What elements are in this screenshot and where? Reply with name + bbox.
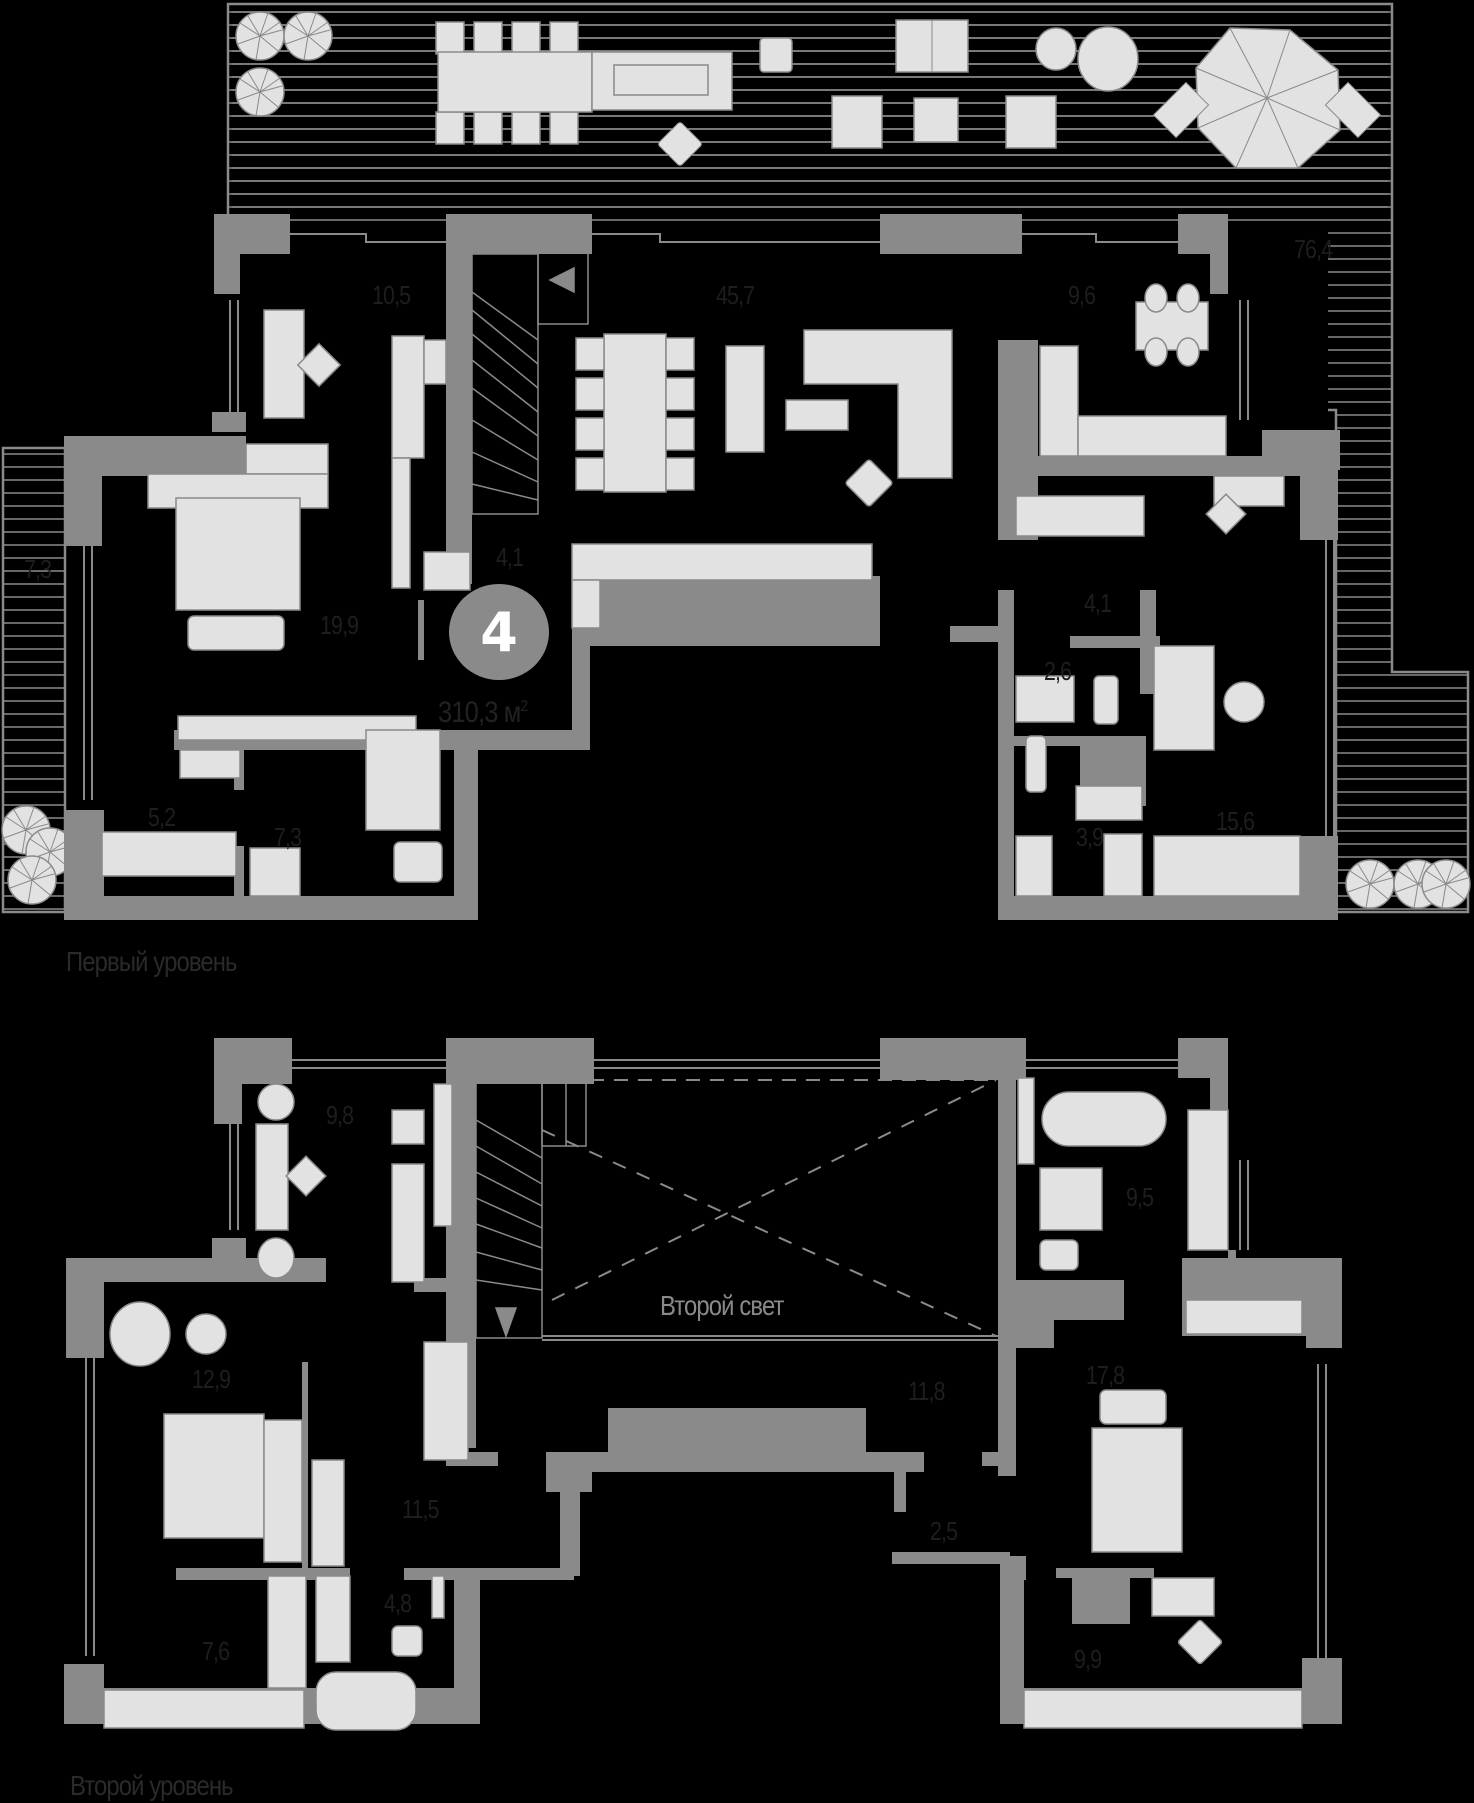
area-bathroom: 7,3 — [274, 822, 302, 852]
area-terrace: 76,4 — [1294, 234, 1333, 264]
area-bedroom: 19,9 — [320, 610, 359, 640]
apartment-number-badge: 4 — [449, 584, 549, 680]
first-level — [1, 2, 1471, 920]
second-level — [64, 1038, 1342, 1731]
terrace-dining-table — [435, 21, 733, 145]
staircase-level-1 — [471, 253, 589, 515]
level2-furniture — [103, 1077, 1303, 1731]
area-wc: 2,6 — [1044, 656, 1072, 686]
total-area-unit-sup: 2 — [520, 698, 528, 715]
area-master-bedroom: 17,8 — [1086, 1360, 1125, 1390]
total-area: 310,3 м2 — [438, 696, 528, 730]
area-bedroom-2: 12,9 — [192, 1364, 231, 1394]
second-light-label: Второй свет — [660, 1290, 784, 1321]
total-area-value: 310,3 — [438, 696, 498, 729]
area-laundry: 3,9 — [1076, 822, 1104, 852]
staircase-level-2 — [475, 1081, 587, 1339]
area-master-bath: 9,5 — [1126, 1182, 1154, 1212]
level-2-label: Второй уровень — [70, 1770, 234, 1801]
area-closet: 5,2 — [148, 802, 176, 832]
area-living-room: 45,7 — [716, 280, 755, 310]
bedroom-furniture — [101, 309, 1301, 897]
area-bathroom-2: 4,8 — [384, 1588, 412, 1618]
second-light-void — [541, 1079, 998, 1341]
area-dressing-2: 7,6 — [202, 1636, 230, 1666]
terrace-umbrella — [1152, 27, 1382, 169]
area-corridor-east: 4,1 — [1084, 588, 1112, 618]
area-cabinet: 9,8 — [326, 1100, 354, 1130]
area-kitchen-dining: 9,6 — [1068, 280, 1096, 310]
area-master-dressing: 9,9 — [1074, 1644, 1102, 1674]
total-area-unit: м — [503, 696, 522, 729]
level-1-label: Первый уровень — [66, 946, 237, 977]
area-gallery: 11,8 — [908, 1376, 945, 1406]
apartment-number: 4 — [480, 600, 518, 664]
living-furniture — [571, 283, 1227, 629]
area-guest-room: 15,6 — [1216, 806, 1255, 836]
area-hall: 4,1 — [496, 542, 524, 572]
area-study: 10,5 — [372, 280, 411, 310]
area-hall-2: 11,5 — [402, 1494, 439, 1524]
area-balcony-west: 7,3 — [24, 554, 52, 584]
area-vestibule: 2,5 — [930, 1516, 958, 1546]
